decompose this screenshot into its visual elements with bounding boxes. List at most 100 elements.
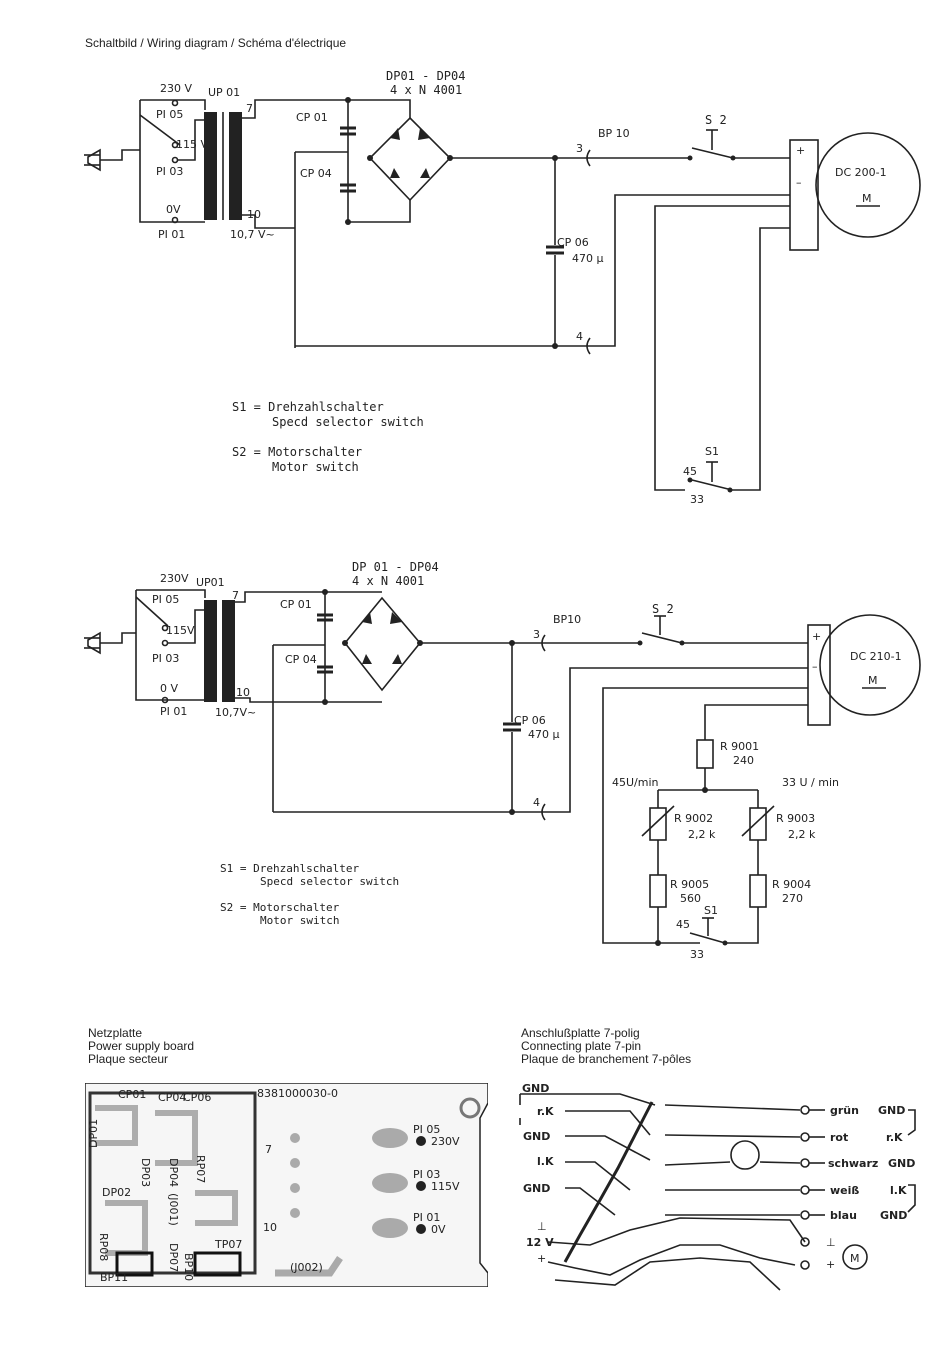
label: + <box>812 630 821 643</box>
label: UP01 <box>196 576 225 589</box>
mains-plug-icon <box>84 631 136 655</box>
label: CP01 <box>118 1088 146 1101</box>
label: blau <box>830 1209 857 1222</box>
rectifier-bridge <box>343 596 422 692</box>
label: R 9001 <box>720 740 759 753</box>
label: CP 01 <box>280 598 312 611</box>
label: 10,7V~ <box>215 706 256 719</box>
label: DP01 <box>87 1119 100 1148</box>
label: DP 01 - DP04 <box>352 560 439 574</box>
label: 10 <box>236 686 250 699</box>
label: RP07 <box>194 1155 207 1183</box>
motor-dc200 <box>815 132 921 238</box>
label: 115V <box>431 1180 460 1193</box>
label: 7 <box>265 1143 272 1156</box>
caption-fr: Plaque de branchement 7-pôles <box>521 1052 692 1066</box>
label: ⊥ <box>826 1236 836 1249</box>
power-board-caption: Netzplatte Power supply board Plaque sec… <box>88 1027 194 1066</box>
legend-s2: S2 = Motorschalter <box>232 445 363 459</box>
legend-s2-en: Motor switch <box>260 914 340 927</box>
label: 470 µ <box>528 728 560 741</box>
label: 33 <box>690 948 704 961</box>
label: S 2 <box>705 113 727 127</box>
label: 115V <box>166 624 195 637</box>
label: M <box>868 674 878 687</box>
label: + <box>826 1258 835 1271</box>
label: R 9002 <box>674 812 713 825</box>
label: BP11 <box>100 1271 128 1284</box>
label: S1 <box>705 445 719 458</box>
label: DP01 - DP04 <box>386 69 465 83</box>
label: l.K <box>890 1184 907 1197</box>
resistor-r9002 <box>649 807 667 841</box>
label: PI 01 <box>413 1211 440 1224</box>
motor-icon: M <box>850 1252 860 1265</box>
label: CP 06 <box>557 236 589 249</box>
label: CP 06 <box>514 714 546 727</box>
label: DC 200-1 <box>835 166 887 179</box>
label: S1 <box>704 904 718 917</box>
transformer-core-primary <box>204 600 217 702</box>
label: 7 <box>246 102 253 115</box>
label: PI 03 <box>413 1168 440 1181</box>
caption-en: Power supply board <box>88 1039 195 1053</box>
label: 230V <box>431 1135 460 1148</box>
label: + <box>796 144 805 157</box>
label: 33 <box>690 493 704 506</box>
resistor-r9003 <box>749 807 767 841</box>
transformer-core-secondary <box>229 112 242 220</box>
legend-s1: S1 = Drehzahlschalter <box>220 862 360 875</box>
label: DP04 <box>167 1158 180 1187</box>
label: 45U/min <box>612 776 659 789</box>
label: CP 04 <box>300 167 332 180</box>
label: R 9005 <box>670 878 709 891</box>
label: S 2 <box>652 602 674 616</box>
legend-s1: S1 = Drehzahlschalter <box>232 400 384 414</box>
label: 45 <box>683 465 697 478</box>
label: 4 x N 4001 <box>352 574 424 588</box>
label: 12 V <box>526 1236 554 1249</box>
label: RP08 <box>97 1233 110 1261</box>
label: 3 <box>533 628 540 641</box>
legend-s1-en: Specd selector switch <box>260 875 400 888</box>
label: GND <box>523 1130 550 1143</box>
legend-s2-en: Motor switch <box>272 460 359 474</box>
label: DP03 <box>139 1158 152 1187</box>
label: + <box>537 1252 546 1265</box>
label: 2,2 k <box>688 828 716 841</box>
label: CP04 <box>158 1091 186 1104</box>
label: R 9003 <box>776 812 815 825</box>
resistor-r9005 <box>649 874 667 908</box>
resistor-r9004 <box>749 874 767 908</box>
label: R 9004 <box>772 878 811 891</box>
legend-s1-en: Specd selector switch <box>272 415 424 429</box>
resistor-r9001 <box>696 739 714 769</box>
label: 8381000030-0 <box>257 1087 338 1100</box>
label: PI 01 <box>160 705 187 718</box>
caption-de: Anschlußplatte 7-polig <box>521 1026 640 1040</box>
label: 240 <box>733 754 754 767</box>
label: BP 10 <box>598 127 630 140</box>
label: DP07 <box>167 1243 180 1272</box>
label: 10 <box>263 1221 277 1234</box>
label: 4 <box>576 330 583 343</box>
label: rot <box>830 1131 848 1144</box>
label: PI 01 <box>158 228 185 241</box>
label: – <box>812 660 818 673</box>
mains-plug-icon <box>84 148 140 172</box>
label: schwarz <box>828 1157 878 1170</box>
page-title: Schaltbild / Wiring diagram / Schéma d'é… <box>85 36 347 50</box>
label: 0V <box>166 203 181 216</box>
label: GND <box>880 1209 907 1222</box>
label: 230V <box>160 572 189 585</box>
middle-schematic: 230V UP01 PI 05 115V PI 03 0 V PI 01 7 1… <box>84 560 921 961</box>
label: DP02 <box>102 1186 131 1199</box>
transformer-core-secondary <box>222 600 235 702</box>
top-legend: S1 = Drehzahlschalter Specd selector swi… <box>232 400 424 475</box>
middle-legend: S1 = Drehzahlschalter Specd selector swi… <box>220 862 399 927</box>
label: 2,2 k <box>788 828 816 841</box>
label: 45 <box>676 918 690 931</box>
label: 115 V <box>176 138 208 151</box>
label: PI 03 <box>152 652 179 665</box>
